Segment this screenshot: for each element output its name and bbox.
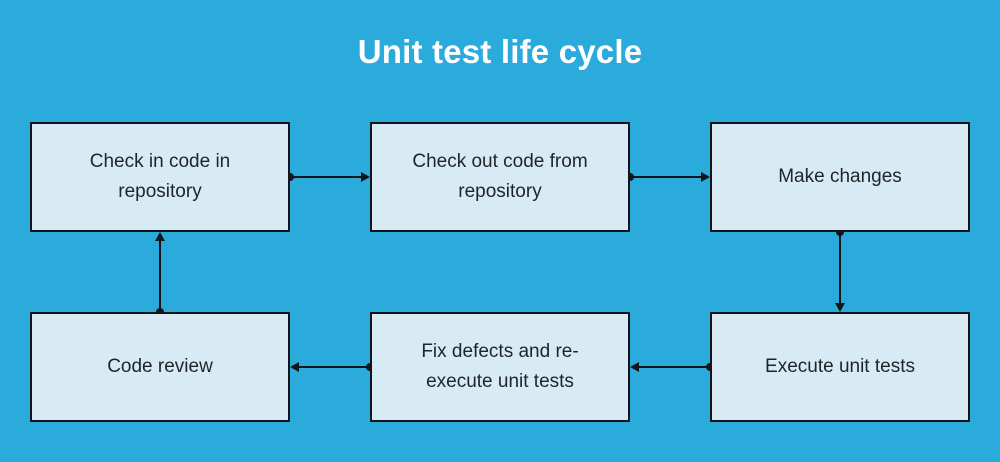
node-make-changes-label: Make changes — [778, 165, 902, 187]
connector-arrowhead-icon — [155, 232, 165, 241]
node-code-review[interactable]: Code review — [30, 312, 290, 422]
node-execute-unit-tests-label: Execute unit tests — [765, 355, 915, 377]
connector-arrowhead-icon — [361, 172, 370, 182]
node-fix-defects[interactable]: Fix defects and re-execute unit tests — [370, 312, 630, 422]
node-execute-unit-tests[interactable]: Execute unit tests — [710, 312, 970, 422]
connector-arrowhead-icon — [835, 303, 845, 312]
node-make-changes[interactable]: Make changes — [710, 122, 970, 232]
node-check-out-code-label: Check out code from repository — [412, 150, 588, 202]
connector-arrowhead-icon — [290, 362, 299, 372]
node-check-out-code[interactable]: Check out code from repository — [370, 122, 630, 232]
connector-make-changes-to-execute-unit-tests — [835, 228, 845, 312]
connector-check-out-code-to-make-changes — [626, 172, 710, 182]
connector-fix-defects-to-code-review — [290, 362, 374, 372]
connector-arrowhead-icon — [630, 362, 639, 372]
connector-check-in-code-to-check-out-code — [286, 172, 370, 182]
diagram-title: Unit test life cycle — [357, 33, 643, 70]
connector-arrowhead-icon — [701, 172, 710, 182]
node-check-in-code-label: Check in code in repository — [89, 150, 231, 202]
node-check-in-code[interactable]: Check in code in repository — [30, 122, 290, 232]
connector-code-review-to-check-in-code — [155, 232, 165, 316]
node-fix-defects-label: Fix defects and re-execute unit tests — [421, 340, 579, 392]
node-code-review-label: Code review — [107, 355, 213, 377]
connector-execute-unit-tests-to-fix-defects — [630, 362, 714, 372]
